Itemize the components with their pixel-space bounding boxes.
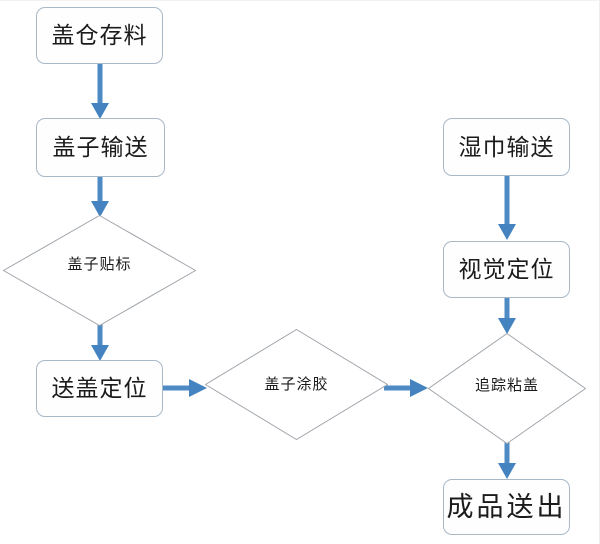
node-gaizi-tiebiao[interactable]: 盖子贴标	[3, 215, 196, 326]
connector-arrow-down-n2-n3	[91, 175, 109, 217]
connector-arrow-down-n1-n2	[91, 63, 109, 119]
node-label: 盖子涂胶	[264, 376, 329, 393]
node-shijue-dingwei[interactable]: 视觉定位	[443, 241, 570, 298]
node-chengpin-songchu[interactable]: 成品送出	[443, 479, 570, 535]
connector-arrow-down-n6-n7	[498, 174, 516, 240]
connector-arrow-right-n5-n8	[384, 379, 428, 397]
node-label: 追踪粘盖	[474, 377, 539, 394]
connector-arrow-right-n4-n5	[161, 379, 207, 397]
node-label: 盖仓存料	[51, 22, 148, 48]
node-gaizi-tujiao[interactable]: 盖子涂胶	[205, 329, 388, 440]
node-songgai-dingwei[interactable]: 送盖定位	[36, 360, 163, 417]
connector-arrow-down-n8-n9	[498, 441, 516, 479]
node-gaizi-shusong[interactable]: 盖子输送	[36, 118, 165, 177]
node-gaicang-cunliao[interactable]: 盖仓存料	[36, 7, 163, 64]
connector-arrow-down-n3-n4	[91, 323, 109, 361]
node-shijin-shusong[interactable]: 湿巾输送	[443, 118, 570, 176]
node-label: 盖子输送	[52, 134, 149, 160]
node-label: 成品送出	[446, 491, 567, 522]
diamond-shape	[428, 333, 586, 444]
node-label: 湿巾输送	[458, 133, 555, 160]
node-label: 视觉定位	[458, 256, 555, 282]
node-label: 盖子贴标	[67, 256, 132, 273]
node-zhuizong-zhangai[interactable]: 追踪粘盖	[428, 333, 586, 444]
diamond-shape	[205, 329, 388, 440]
connector-arrow-down-n7-n8	[498, 296, 516, 334]
diamond-shape	[3, 215, 196, 326]
node-label: 送盖定位	[51, 375, 148, 401]
